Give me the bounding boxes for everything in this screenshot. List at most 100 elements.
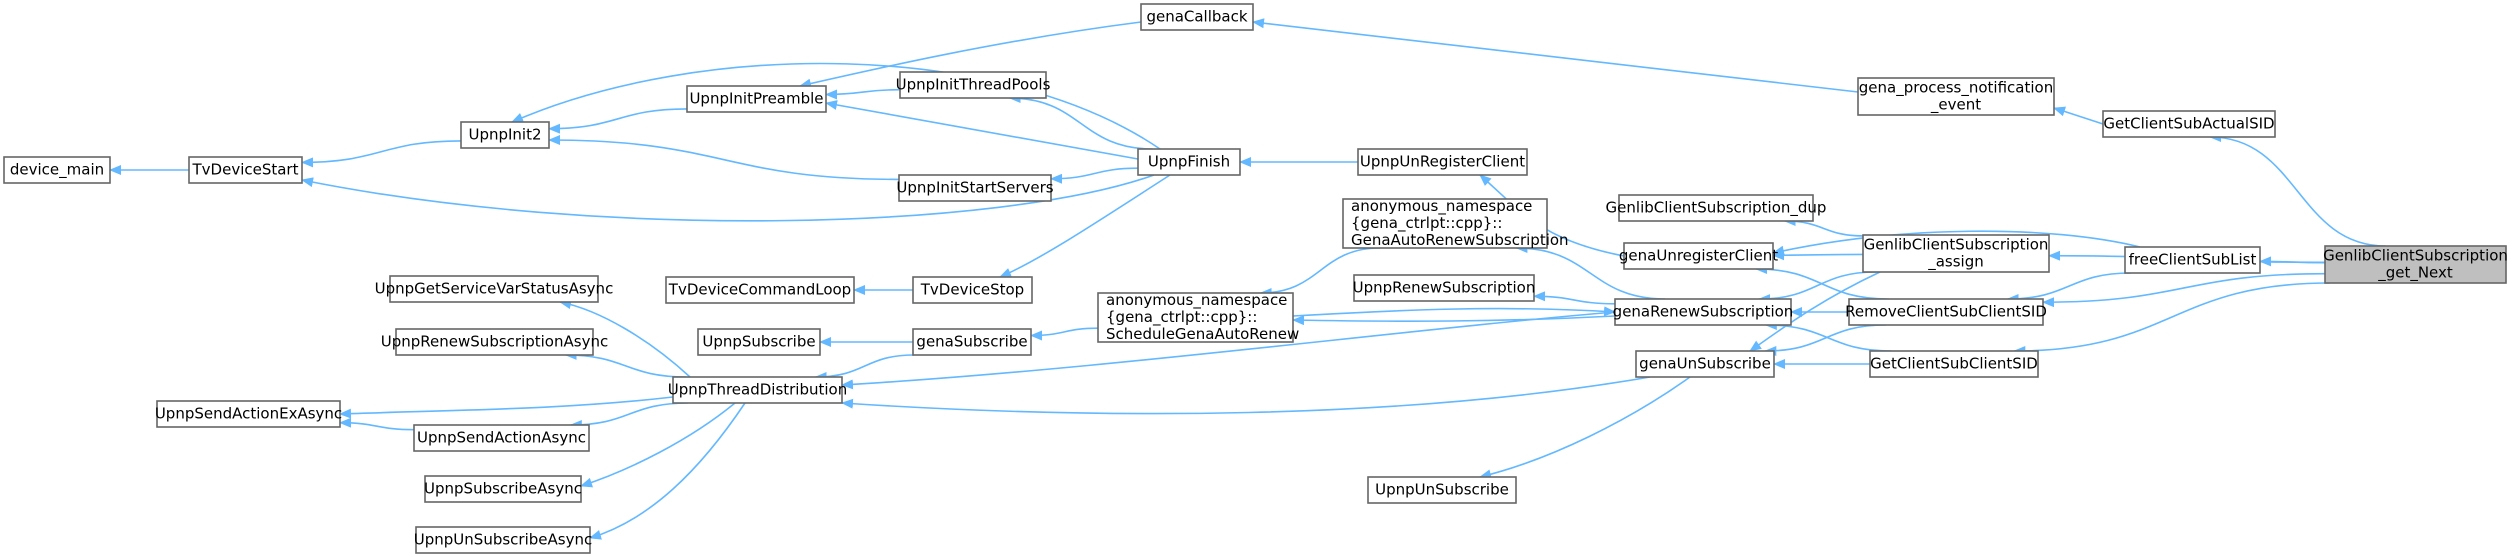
- node-label: ScheduleGenaAutoRenew: [1106, 325, 1299, 343]
- node-label: {gena_ctrlpt::cpp}::: [1106, 308, 1257, 327]
- node-RemoveClientSubClientSID[interactable]: RemoveClientSubClientSID: [1845, 298, 2047, 326]
- node-label: GenlibClientSubscription: [1864, 236, 2049, 254]
- node-box: [1353, 274, 1535, 302]
- node-box: [2124, 246, 2261, 274]
- edge-GenlibClientSubscription_get_Next-to-freeClientSubList: [2259, 256, 2326, 267]
- edge-UpnpFinish-to-UpnpInitStartServers: [1050, 167, 1139, 184]
- node-UpnpSubscribeAsync[interactable]: UpnpSubscribeAsync: [424, 475, 582, 503]
- node-ScheduleGenaAutoRenew[interactable]: anonymous_namespace{gena_ctrlpt::cpp}::S…: [1097, 291, 1299, 343]
- node-box: [898, 174, 1052, 202]
- edge-GenlibClientSubscription_assign-to-genaRenewSubscription: [1758, 271, 1877, 304]
- node-UpnpRenewSubscription[interactable]: UpnpRenewSubscription: [1353, 274, 1536, 302]
- edge-genaUnSubscribe-to-UpnpThreadDistribution: [841, 376, 1651, 415]
- node-genaRenewSubscription[interactable]: genaRenewSubscription: [1613, 298, 1794, 326]
- node-GetClientSubClientSID[interactable]: GetClientSubClientSID: [1869, 350, 2039, 378]
- node-GenlibClientSubscription_get_Next[interactable]: GenlibClientSubscription_get_Next: [2323, 245, 2508, 284]
- edge-UpnpThreadDistribution-to-UpnpSubscribeAsync: [580, 402, 736, 488]
- edge-UpnpThreadDistribution-to-UpnpSendActionExAsync: [339, 396, 674, 419]
- node-UpnpInitPreamble[interactable]: UpnpInitPreamble: [686, 85, 827, 113]
- edge-gena_process_notification_event-to-genaCallback: [1252, 18, 1859, 93]
- node-label: TvDeviceCommandLoop: [668, 281, 851, 299]
- node-UpnpUnSubscribeAsync[interactable]: UpnpUnSubscribeAsync: [414, 526, 592, 554]
- node-UpnpInit2[interactable]: UpnpInit2: [460, 121, 550, 149]
- edge-RemoveClientSubClientSID-to-genaUnSubscribe: [1764, 324, 1886, 356]
- node-UpnpSendActionAsync[interactable]: UpnpSendActionAsync: [413, 424, 590, 452]
- edge-UpnpFinish-to-TvDeviceStart: [301, 174, 1155, 222]
- edge-freeClientSubList-to-RemoveClientSubClientSID: [2006, 272, 2131, 304]
- node-genaSubscribe[interactable]: genaSubscribe: [912, 328, 1032, 356]
- node-label: genaCallback: [1146, 8, 1247, 26]
- node-label: genaSubscribe: [916, 333, 1027, 351]
- edge-UpnpThreadDistribution-to-UpnpGetServiceVarStatusAsync: [559, 299, 691, 378]
- edge-genaCallback-to-UpnpInitPreamble: [799, 21, 1142, 89]
- node-genaUnSubscribe[interactable]: genaUnSubscribe: [1635, 350, 1775, 378]
- node-label: UpnpSubscribe: [702, 333, 815, 351]
- edge-GenlibClientSubscription_get_Next-to-GetClientSubClientSID: [2013, 282, 2330, 356]
- node-freeClientSubList[interactable]: freeClientSubList: [2124, 246, 2261, 274]
- node-genaUnregisterClient[interactable]: genaUnregisterClient: [1619, 242, 1778, 270]
- node-UpnpRenewSubscriptionAsync[interactable]: UpnpRenewSubscriptionAsync: [381, 328, 608, 356]
- node-box: [1862, 234, 2050, 273]
- node-gena_process_notification_event[interactable]: gena_process_notification_event: [1857, 77, 2055, 116]
- node-box: [899, 71, 1047, 99]
- node-UpnpGetServiceVarStatusAsync[interactable]: UpnpGetServiceVarStatusAsync: [375, 275, 614, 303]
- node-UpnpFinish[interactable]: UpnpFinish: [1137, 148, 1241, 176]
- node-label: genaUnSubscribe: [1639, 355, 1771, 373]
- node-UpnpSendActionExAsync[interactable]: UpnpSendActionExAsync: [155, 400, 342, 428]
- node-label: UpnpInitPreamble: [689, 90, 823, 108]
- edge-genaRenewSubscription-to-UpnpRenewSubscription: [1533, 291, 1616, 305]
- node-UpnpSubscribe[interactable]: UpnpSubscribe: [697, 328, 821, 356]
- node-UpnpUnSubscribe[interactable]: UpnpUnSubscribe: [1367, 476, 1517, 504]
- edge-ScheduleGenaAutoRenew-to-genaRenewSubscription: [1292, 306, 1616, 317]
- node-box: [395, 328, 594, 356]
- node-label: gena_process_notification: [1859, 79, 2053, 98]
- node-label: genaUnregisterClient: [1619, 247, 1778, 265]
- edge-GenlibClientSubscription_assign-to-GenlibClientSubscription_dup: [1783, 216, 1864, 237]
- edge-RemoveClientSubClientSID-to-genaUnregisterClient: [1755, 264, 1889, 300]
- node-label: UpnpInit2: [468, 126, 541, 144]
- node-TvDeviceStart[interactable]: TvDeviceStart: [188, 156, 303, 184]
- node-label: UpnpSendActionExAsync: [155, 405, 342, 423]
- node-device_main[interactable]: device_main: [3, 156, 111, 184]
- node-label: GetClientSubClientSID: [1870, 355, 2038, 373]
- node-box: [686, 85, 827, 113]
- node-UpnpInitThreadPools[interactable]: UpnpInitThreadPools: [896, 71, 1051, 99]
- node-label: anonymous_namespace: [1106, 291, 1287, 310]
- node-label: {gena_ctrlpt::cpp}::: [1351, 214, 1502, 233]
- node-label: GenlibClientSubscription_dup: [1606, 199, 1827, 218]
- edge-genaRenewSubscription-to-UpnpThreadDistribution: [841, 311, 1616, 390]
- node-UpnpInitStartServers[interactable]: UpnpInitStartServers: [896, 174, 1054, 202]
- node-label: UpnpRenewSubscriptionAsync: [381, 333, 608, 351]
- node-box: [3, 156, 111, 184]
- node-box: [2102, 110, 2276, 138]
- edge-genaUnSubscribe-to-UpnpUnSubscribe: [1479, 376, 1691, 480]
- node-box: [1367, 476, 1517, 504]
- edge-genaRenewSubscription-to-ScheduleGenaAutoRenew: [1292, 315, 1616, 326]
- node-label: UpnpUnRegisterClient: [1360, 153, 1525, 171]
- edge-UpnpFinish-to-UpnpInitThreadPools: [1008, 93, 1153, 150]
- edge-UpnpThreadDistribution-to-UpnpRenewSubscriptionAsync: [564, 350, 687, 378]
- node-label: UpnpGetServiceVarStatusAsync: [375, 280, 614, 298]
- node-box: [1137, 148, 1241, 176]
- node-UpnpUnRegisterClient[interactable]: UpnpUnRegisterClient: [1357, 148, 1528, 176]
- node-label: UpnpFinish: [1148, 153, 1230, 171]
- node-box: [912, 328, 1032, 356]
- node-box: [1140, 3, 1254, 31]
- node-GenlibClientSubscription_dup[interactable]: GenlibClientSubscription_dup: [1606, 194, 1827, 222]
- edge-GenlibClientSubscription_get_Next-to-GetClientSubActualSID: [2209, 132, 2386, 247]
- edge-UpnpInitStartServers-to-UpnpInit2: [548, 135, 900, 181]
- node-TvDeviceCommandLoop[interactable]: TvDeviceCommandLoop: [665, 276, 855, 304]
- node-label: UpnpInitThreadPools: [896, 76, 1051, 94]
- node-label: RemoveClientSubClientSID: [1845, 303, 2047, 321]
- node-TvDeviceStop[interactable]: TvDeviceStop: [912, 276, 1033, 304]
- node-box: [1848, 298, 2044, 326]
- node-genaCallback[interactable]: genaCallback: [1140, 3, 1254, 31]
- edge-UpnpSendActionAsync-to-UpnpSendActionExAsync: [339, 417, 415, 431]
- node-GenaAutoRenewSubscription[interactable]: anonymous_namespace{gena_ctrlpt::cpp}::G…: [1342, 197, 1569, 249]
- node-GetClientSubActualSID[interactable]: GetClientSubActualSID: [2102, 110, 2276, 138]
- edge-UpnpFinish-to-UpnpInit2: [511, 62, 1161, 150]
- node-GenlibClientSubscription_assign[interactable]: GenlibClientSubscription_assign: [1862, 234, 2050, 273]
- node-box: [912, 276, 1033, 304]
- node-UpnpThreadDistribution[interactable]: UpnpThreadDistribution: [668, 376, 848, 404]
